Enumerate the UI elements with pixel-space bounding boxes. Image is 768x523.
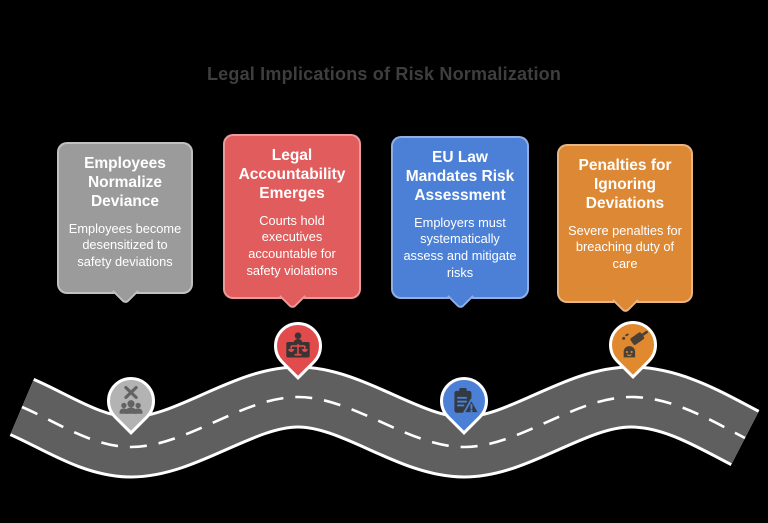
card-legal-accountability-emerges: Legal Accountability Emerges Courts hold… [223, 134, 361, 299]
card-heading: Penalties for Ignoring Deviations [578, 157, 672, 212]
card-heading: Legal Accountability Emerges [238, 147, 346, 202]
card-body: Employers must systematically assess and… [403, 214, 517, 280]
card-penalties-for-ignoring-deviations: Penalties for Ignoring Deviations Severe… [557, 144, 693, 303]
pin-eu-law-risk-assessment [430, 367, 498, 435]
card-heading: EU Law Mandates Risk Assessment [405, 149, 515, 204]
card-employees-normalize-deviance: Employees Normalize Deviance Employees b… [57, 142, 193, 294]
gavel-icon [612, 324, 654, 366]
pin-penalties-gavel [599, 311, 667, 379]
card-body: Courts hold executives accountable for s… [246, 212, 338, 278]
people-x-icon [110, 380, 152, 422]
clipboard-warning-icon [443, 380, 485, 422]
judge-scales-icon [277, 325, 319, 367]
road-centerline [21, 395, 746, 449]
page-title: Legal Implications of Risk Normalization [206, 64, 562, 84]
card-body: Severe penalties for breaching duty of c… [568, 222, 682, 271]
pin-employees-normalize-deviance [97, 367, 165, 435]
pin-legal-accountability [264, 312, 332, 380]
card-eu-law-mandates-risk-assessment: EU Law Mandates Risk Assessment Employer… [391, 136, 529, 299]
card-heading: Employees Normalize Deviance [84, 155, 166, 210]
card-body: Employees become desensitized to safety … [68, 220, 182, 269]
